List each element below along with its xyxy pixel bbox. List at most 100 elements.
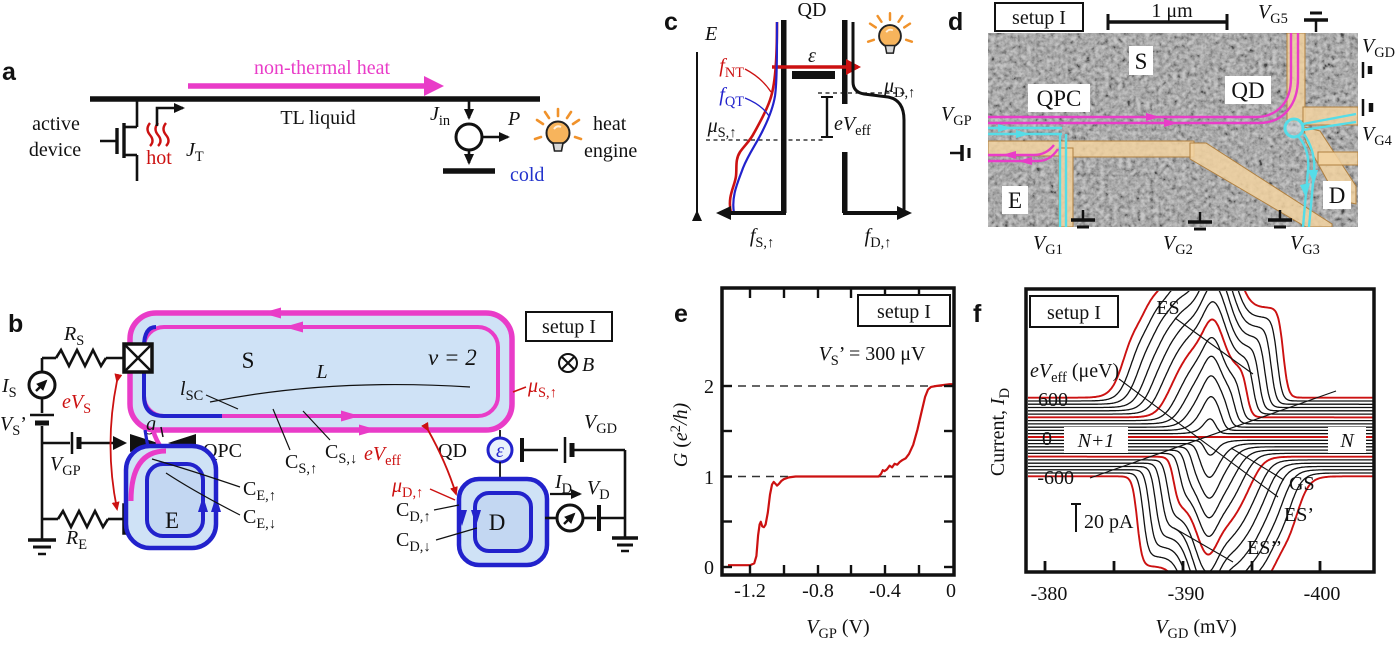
es-label: ES <box>1156 297 1179 319</box>
mud-pointer-b <box>429 488 456 501</box>
np1-box <box>1064 427 1128 453</box>
fd-curve <box>851 22 906 213</box>
fnt-curve <box>728 21 779 214</box>
vg5-label: VG5 <box>1258 1 1288 27</box>
vsp-label: VS’ <box>0 413 27 439</box>
e-frame <box>720 286 956 577</box>
vg5-terminal <box>1304 11 1328 32</box>
eveff-bracket <box>821 96 833 138</box>
length-arc <box>209 383 471 403</box>
heat-engine-label-2: engine <box>584 140 637 162</box>
jt-arrow <box>155 103 185 126</box>
magenta-edge-channels <box>988 33 1300 163</box>
fqt-curve <box>732 21 779 214</box>
bias-condition-label: VS’ = 300 μV <box>819 343 926 369</box>
sem-label-e: E <box>1008 188 1022 213</box>
current-scale-label: 20 pA <box>1084 511 1134 533</box>
ammeter-id <box>555 503 585 533</box>
waterfall-trace <box>1028 462 1373 571</box>
ammeter-is <box>27 370 57 400</box>
waterfall-trace <box>1028 459 1373 571</box>
transistor-symbol <box>100 99 139 181</box>
vg2-terminal <box>1188 212 1212 231</box>
es-line <box>1174 317 1254 375</box>
superconducting-segment <box>142 325 222 418</box>
evs-arrow <box>109 373 123 511</box>
cedn-label: CE,↓ <box>243 506 276 532</box>
scale-bar <box>1106 14 1229 30</box>
panel-c: c E QD ε eVeff μS,↑ μD,↑ fNT fQT fS,↑ fD… <box>664 0 915 251</box>
edge-channel-arrows-s <box>262 307 378 436</box>
waterfall-trace <box>1028 469 1373 571</box>
id-label: ID <box>554 471 572 497</box>
eveff-label-b: eVeff <box>364 443 401 469</box>
f-frame <box>1024 287 1376 574</box>
waterfall-trace <box>1028 291 1373 405</box>
sem-label-qpc: QPC <box>1037 86 1082 111</box>
ceup-label: CE,↑ <box>243 478 276 504</box>
eps-label-b: ε <box>496 440 504 462</box>
gate-electrodes <box>988 33 1358 227</box>
sem-image: S QPC QD E D <box>988 33 1358 227</box>
nonthermal-heat-label: non-thermal heat <box>254 57 390 79</box>
eveff-label-c: eVeff <box>834 113 871 139</box>
sem-label-qd: QD <box>1231 78 1264 103</box>
magenta-channel-arrows <box>1002 113 1178 165</box>
ceup-pointer <box>151 458 241 488</box>
waterfall-trace <box>1028 455 1373 556</box>
drain-circuit <box>520 437 638 553</box>
vgd-label-d: VGD <box>1362 35 1395 61</box>
sem-label-d: D <box>1329 183 1346 208</box>
fnt-pointer <box>744 68 772 93</box>
ytick-2: 2 <box>704 376 714 398</box>
cold-label: cold <box>510 164 544 186</box>
f-ylabel: Current, ID <box>987 388 1013 476</box>
active-device-label-2: device <box>29 139 81 161</box>
scale-bar-label: 1 μm <box>1151 0 1193 22</box>
vgp-label-d: VGP <box>941 103 972 129</box>
cddn-pointer <box>435 527 478 541</box>
waterfall-trace <box>1028 318 1373 419</box>
waterfall-trace <box>1028 452 1373 538</box>
bias-600-label: 600 <box>1038 389 1068 411</box>
cdup-pointer <box>433 504 460 511</box>
emitter-channel-arrows <box>198 496 221 512</box>
panel-f-label: f <box>973 300 982 328</box>
xtick-0: 0 <box>946 580 956 602</box>
panel-a: a non-thermal heat TL liquid active devi… <box>2 57 637 186</box>
waterfall-trace <box>1028 291 1373 399</box>
setup-box-f <box>1029 295 1119 328</box>
panel-e: e setup I VS’ = 300 μV 2 1 0 -1.2 -0.8 -… <box>668 286 956 642</box>
f-xtick-390: -390 <box>1168 583 1205 605</box>
qd-level-bar <box>792 71 835 79</box>
right-barrier-top <box>842 20 848 104</box>
active-device-label-1: active <box>32 113 80 135</box>
panel-a-label: a <box>2 58 17 86</box>
gs-label: GS <box>1289 473 1315 495</box>
gs-line <box>1230 447 1285 481</box>
heat-engine-label-1: heat <box>593 113 627 135</box>
setup-box-e <box>857 294 951 327</box>
rs-label: RS <box>63 323 84 349</box>
vg2-label: VG2 <box>1163 232 1193 258</box>
panel-d-label: d <box>948 8 963 36</box>
bias-0-label: 0 <box>1042 428 1052 450</box>
right-barrier-bottom <box>842 152 848 213</box>
waterfall-trace <box>1028 291 1373 412</box>
cyan-channel-arrows <box>998 124 1318 198</box>
drain-channel-arrows <box>457 510 481 526</box>
mus-pointer <box>512 386 527 393</box>
vg3-label: VG3 <box>1290 232 1320 258</box>
ytick-0: 0 <box>704 557 714 579</box>
filling-factor-label: ν = 2 <box>428 345 477 370</box>
g-label: g <box>146 413 156 435</box>
esp-line <box>1118 378 1279 498</box>
mud-label-c: μD,↑ <box>883 75 915 101</box>
waterfall-trace <box>1028 472 1373 571</box>
f-ticks <box>1043 561 1322 572</box>
panel-b-label: b <box>8 310 23 338</box>
setup-label-f: setup I <box>1047 302 1101 324</box>
ytick-1: 1 <box>704 467 714 489</box>
espp-line <box>1173 527 1234 563</box>
